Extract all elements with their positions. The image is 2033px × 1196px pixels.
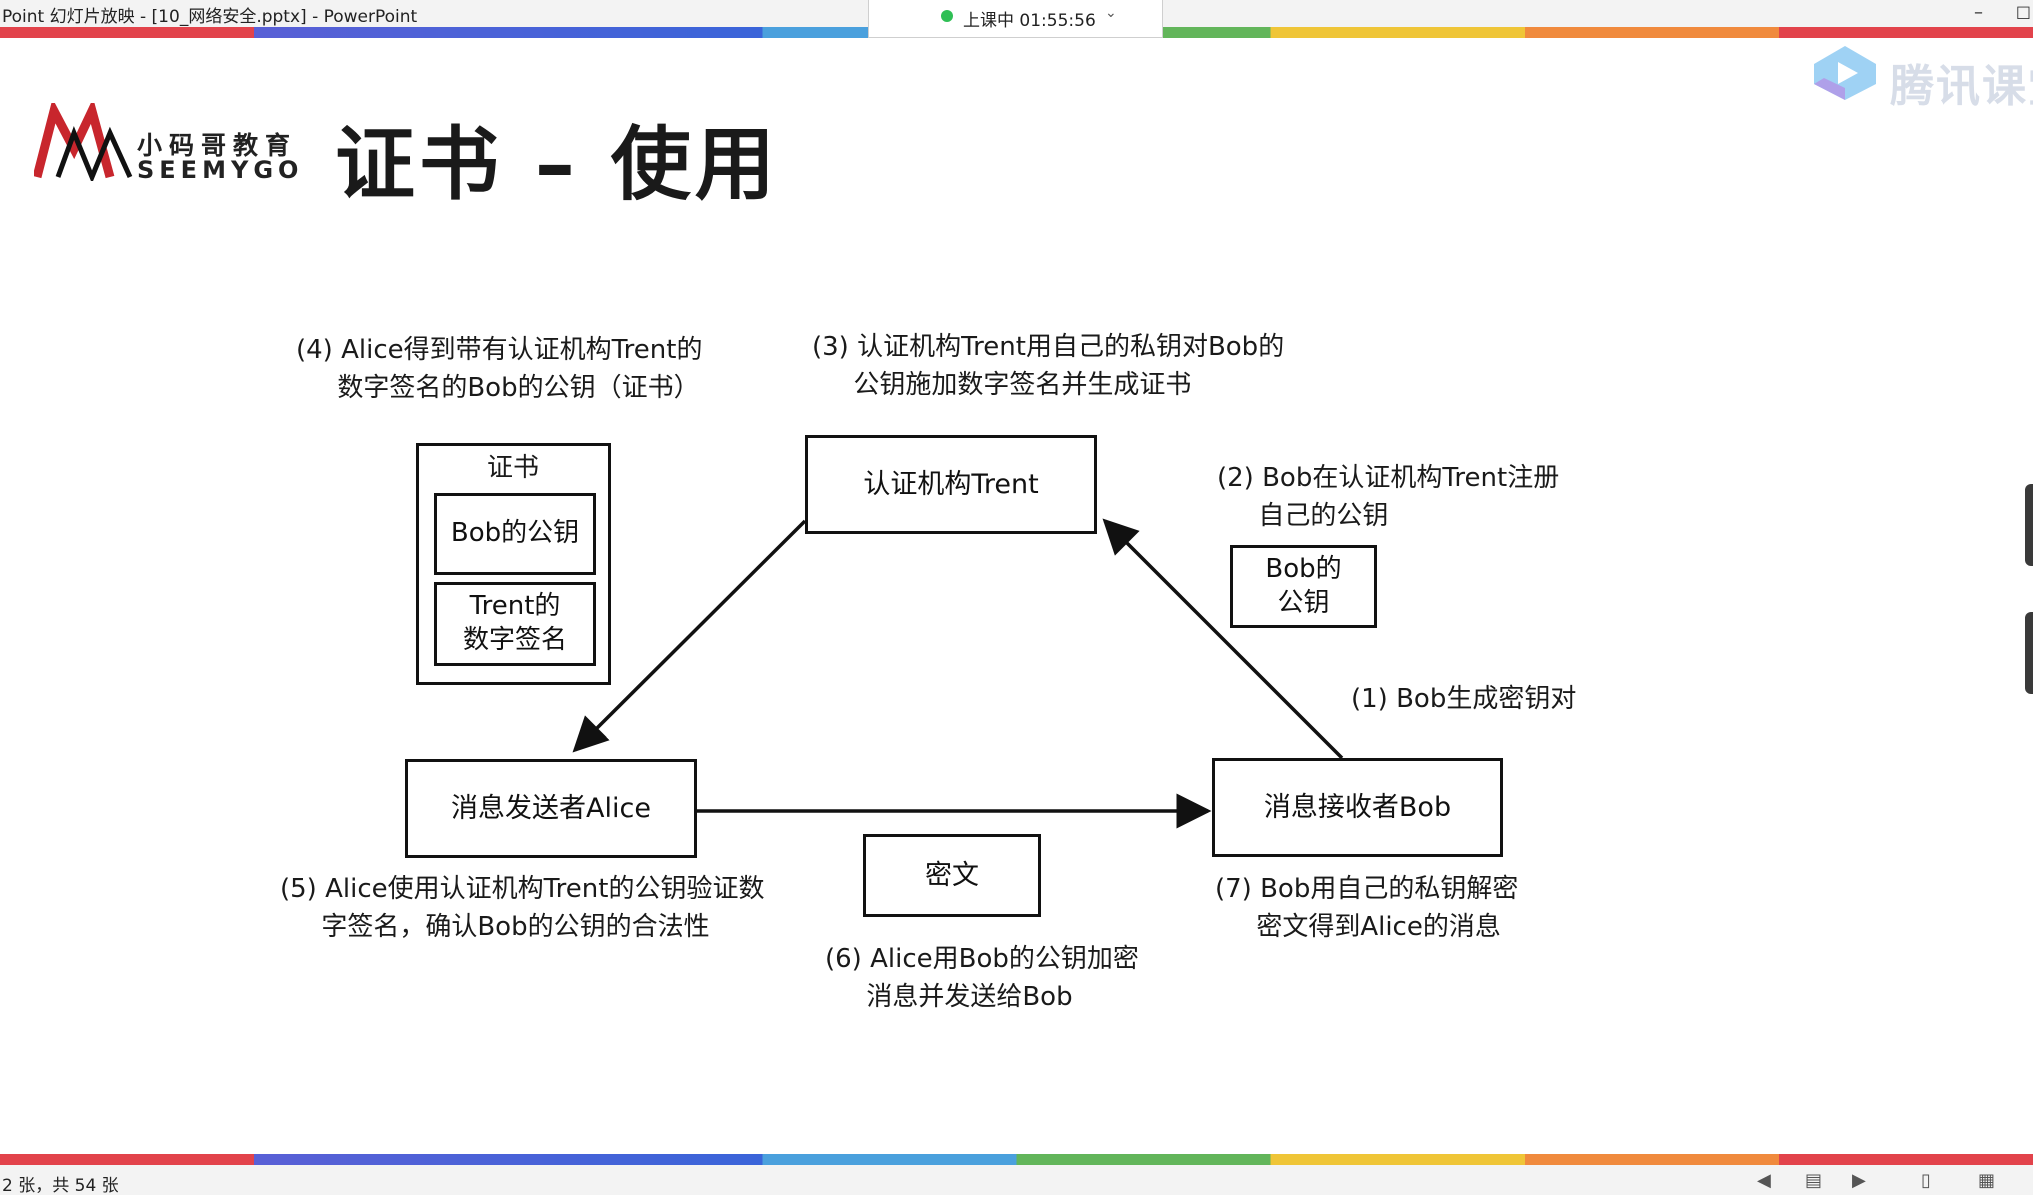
reading-view-icon[interactable]: ▯: [1921, 1170, 1931, 1191]
step-4-caption: (4) Alice得到带有认证机构Trent的 数字签名的Bob的公钥（证书）: [296, 335, 703, 403]
logo-text-en: SEEMYGO: [137, 156, 304, 184]
trent-node: 认证机构Trent: [805, 435, 1097, 534]
slide-counter: 2 张，共 54 张: [2, 1176, 119, 1196]
step-3-caption: (3) 认证机构Trent用自己的私钥对Bob的 公钥施加数字签名并生成证书: [812, 332, 1285, 400]
certificate-pubkey: Bob的公钥: [434, 493, 596, 575]
certificate-signature: Trent的 数字签名: [434, 582, 596, 666]
seemygo-logo-icon: [34, 103, 133, 181]
logo-text-cn: 小码哥教育: [137, 131, 298, 160]
minimize-button[interactable]: –: [1974, 2, 1983, 23]
bob-node: 消息接收者Bob: [1212, 758, 1503, 857]
status-bar: 2 张，共 54 张 ◀ ▤ ▶ ▯ ▦: [0, 1165, 2033, 1196]
arrow-trent-to-alice: [572, 519, 807, 753]
watermark-text: 腾讯课堂: [1890, 61, 2033, 112]
side-panel-handle[interactable]: [2025, 612, 2033, 694]
chevron-down-icon[interactable]: ⌄: [1105, 5, 1117, 21]
ciphertext-node: 密文: [863, 834, 1041, 917]
next-slide-icon[interactable]: ▶: [1852, 1170, 1866, 1191]
bottom-color-strip: [0, 1154, 2033, 1165]
step-2-caption: (2) Bob在认证机构Trent注册 自己的公钥: [1217, 463, 1560, 531]
certificate-box: 证书 Bob的公钥 Trent的 数字签名: [416, 443, 611, 685]
live-status-dot: [941, 10, 953, 22]
restore-button[interactable]: □: [2015, 2, 2031, 21]
certificate-title: 证书: [487, 453, 540, 483]
arrow-bob-to-trent: [1102, 518, 1344, 760]
step-6-caption: (6) Alice用Bob的公钥加密 消息并发送给Bob: [825, 944, 1139, 1012]
timer-label: 上课中 01:55:56: [963, 11, 1096, 31]
grid-view-icon[interactable]: ▦: [1978, 1170, 1996, 1191]
step-7-caption: (7) Bob用自己的私钥解密 密文得到Alice的消息: [1215, 874, 1519, 942]
prev-slide-icon[interactable]: ◀: [1757, 1170, 1771, 1191]
tencent-classroom-logo-icon: [1814, 46, 1876, 100]
class-timer[interactable]: 上课中 01:55:56 ⌄: [868, 0, 1163, 38]
side-panel-handle[interactable]: [2025, 484, 2033, 566]
alice-node: 消息发送者Alice: [405, 759, 697, 858]
window-title: Point 幻灯片放映 - [10_网络安全.pptx] - PowerPoin…: [2, 7, 418, 27]
step-1-caption: (1) Bob生成密钥对: [1351, 684, 1577, 714]
slide-title: 证书 – 使用: [335, 118, 779, 211]
bob-pubkey-node: Bob的 公钥: [1230, 545, 1377, 628]
notes-icon[interactable]: ▤: [1805, 1170, 1823, 1191]
step-5-caption: (5) Alice使用认证机构Trent的公钥验证数 字签名，确认Bob的公钥的…: [280, 874, 765, 942]
